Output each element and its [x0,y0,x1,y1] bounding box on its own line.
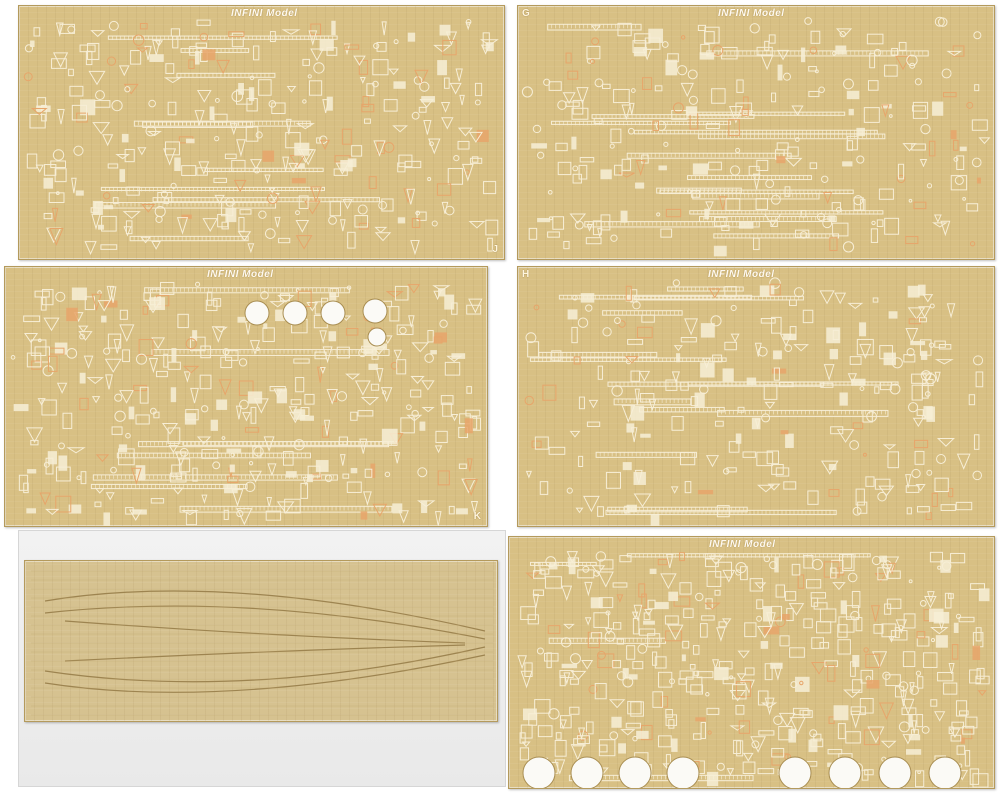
sheet-deck [24,560,498,722]
sheet-deck-parts [31,570,493,716]
sheet-j-brand: INFINI Model [231,8,298,19]
sheet-h-brand: INFINI Model [708,269,775,280]
sheet-k-letter: K [473,511,481,522]
sheet-j-parts [23,19,499,256]
sheet-j-letter: J [492,244,498,255]
sheet-h-letter: H [522,269,530,280]
sheet-f: INFINI Model [508,536,995,789]
sheet-h-parts [524,277,984,526]
sheet-g-brand: INFINI Model [718,8,785,19]
sheet-k-parts [10,281,483,526]
sheet-k: INFINI Model K [4,266,488,527]
sheet-f-brand: INFINI Model [709,539,776,550]
sheet-j: INFINI Model J [18,5,505,260]
sheet-g-letter: G [522,8,530,19]
sheet-g: INFINI Model G [517,5,995,260]
sheet-k-brand: INFINI Model [207,269,274,280]
sheet-h: INFINI Model H [517,266,995,527]
sheet-f-parts [517,551,990,788]
sheet-g-parts [521,16,991,257]
